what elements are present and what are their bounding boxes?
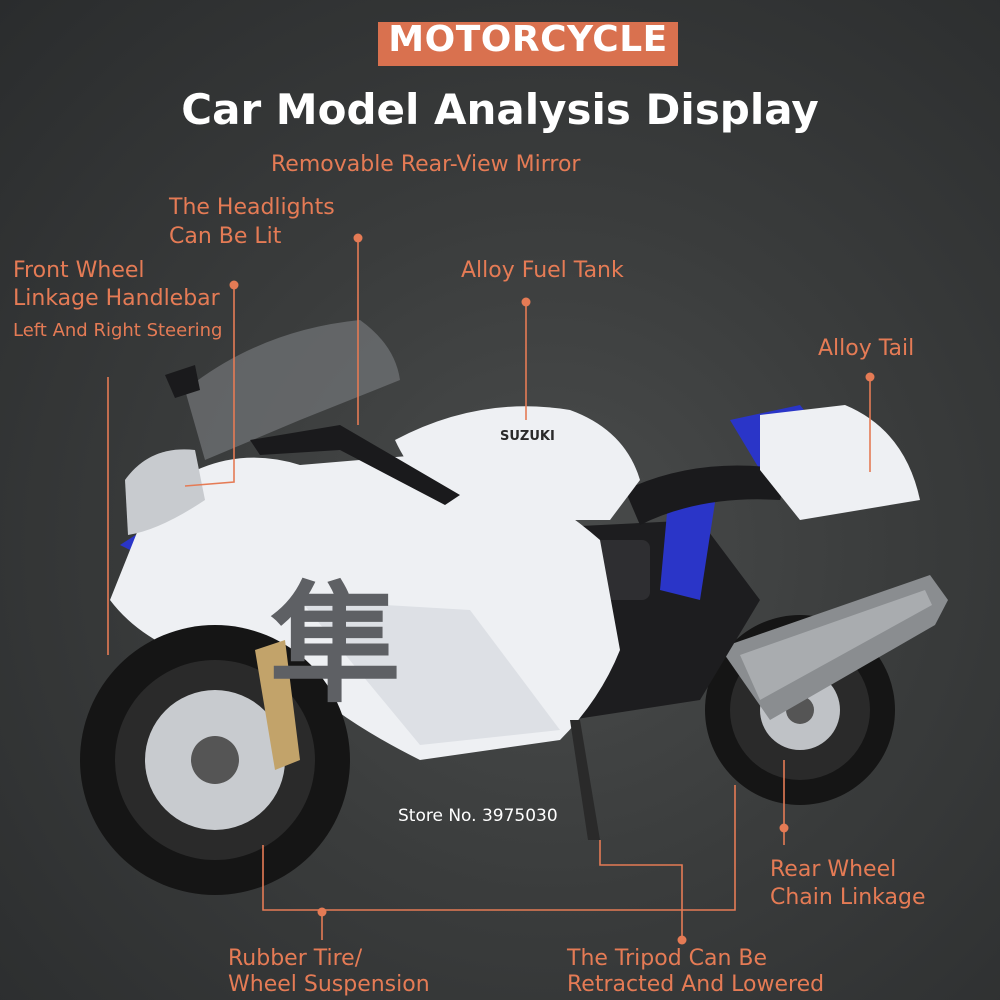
title-banner (378, 22, 678, 66)
label-tripod-line1: The Tripod Can Be (567, 946, 768, 971)
mirror (165, 365, 200, 398)
store-watermark: Store No. 3975030 (398, 806, 558, 826)
tail (760, 405, 920, 520)
label-headlights-line2: Can Be Lit (169, 224, 282, 249)
badge-label: MOTORCYCLE (388, 19, 668, 60)
label-front-wheel-line3: Left And Right Steering (13, 320, 223, 341)
callout-lines (107, 238, 871, 940)
kickstand (570, 720, 600, 840)
label-rear-wheel-line2: Chain Linkage (770, 885, 926, 910)
label-tire-line1: Rubber Tire/ (228, 946, 363, 971)
seat (625, 465, 790, 525)
label-front-wheel-line1: Front Wheel (13, 258, 145, 283)
label-tripod-line2: Retracted And Lowered (567, 972, 825, 997)
label-rear-wheel-line1: Rear Wheel (770, 857, 897, 882)
headlight (125, 449, 205, 535)
label-front-wheel-line2: Linkage Handlebar (13, 286, 220, 311)
front-fork (255, 640, 300, 770)
callout-dots (229, 233, 875, 945)
label-mirror: Removable Rear-View Mirror (271, 152, 581, 177)
label-tail: Alloy Tail (818, 336, 915, 361)
brand-name: SUZUKI (500, 429, 555, 444)
windscreen (185, 320, 400, 460)
label-headlights-line1: The Headlights (169, 195, 335, 220)
page-title: Car Model Analysis Display (181, 85, 819, 134)
fairing-glyph: 隼 (270, 569, 400, 721)
label-tire-line2: Wheel Suspension (228, 972, 430, 997)
label-fuel-tank: Alloy Fuel Tank (461, 258, 624, 283)
handlebar (250, 425, 460, 505)
